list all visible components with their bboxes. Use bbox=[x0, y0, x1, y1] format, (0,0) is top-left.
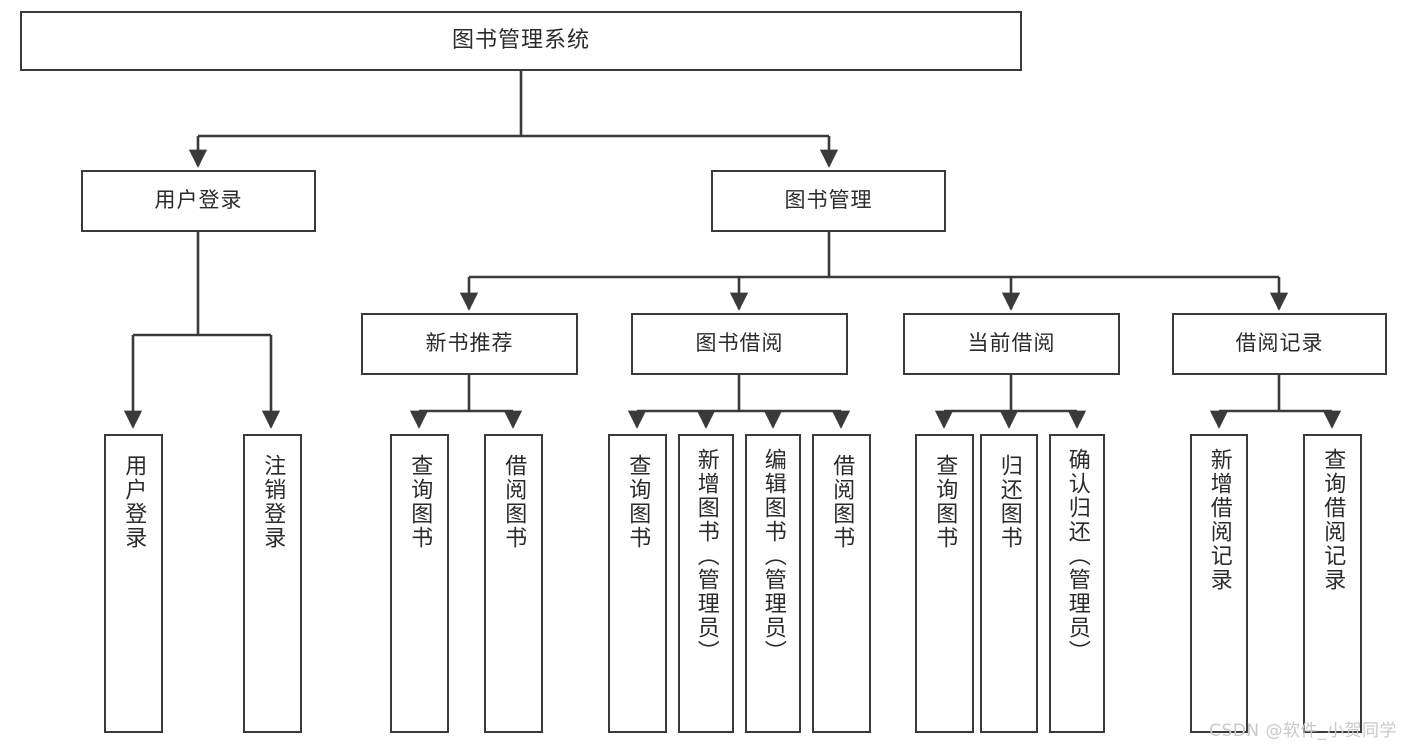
node-borrow-record[interactable]: 借阅记录 bbox=[1172, 313, 1387, 375]
watermark: CSDN @软件_小贺同学 bbox=[1209, 721, 1397, 741]
node-book-borrow-label: 图书借阅 bbox=[695, 331, 784, 356]
leaf-label: 查询借阅记录 bbox=[1320, 448, 1346, 592]
node-root-label: 图书管理系统 bbox=[451, 27, 590, 53]
leaf-label: 借阅图书 bbox=[501, 454, 527, 550]
leaf-label: 归还图书 bbox=[996, 454, 1022, 550]
leaf-label: 确认归还（管理员） bbox=[1064, 448, 1090, 664]
leaf-new-book-query[interactable]: 查询图书 bbox=[390, 434, 449, 733]
node-current-borrow-label: 当前借阅 bbox=[967, 331, 1056, 356]
leaf-new-book-borrow[interactable]: 借阅图书 bbox=[484, 434, 543, 733]
leaf-label: 查询图书 bbox=[625, 454, 651, 550]
leaf-current-borrow-query[interactable]: 查询图书 bbox=[915, 434, 974, 733]
node-new-book-recommend-label: 新书推荐 bbox=[425, 331, 514, 356]
leaf-label: 编辑图书（管理员） bbox=[760, 448, 786, 664]
leaf-label: 查询图书 bbox=[407, 454, 433, 550]
leaf-label: 注销登录 bbox=[260, 454, 286, 550]
leaf-user-login-logout[interactable]: 注销登录 bbox=[243, 434, 302, 733]
node-new-book-recommend[interactable]: 新书推荐 bbox=[361, 313, 578, 375]
leaf-borrow-record-add[interactable]: 新增借阅记录 bbox=[1190, 434, 1248, 733]
leaf-user-login-login[interactable]: 用户登录 bbox=[104, 434, 163, 733]
node-book-manage[interactable]: 图书管理 bbox=[711, 170, 946, 232]
leaf-book-borrow-borrow[interactable]: 借阅图书 bbox=[812, 434, 871, 733]
leaf-book-borrow-edit[interactable]: 编辑图书（管理员） bbox=[745, 434, 801, 733]
leaf-borrow-record-query[interactable]: 查询借阅记录 bbox=[1303, 434, 1362, 733]
leaf-label: 用户登录 bbox=[121, 454, 147, 550]
node-book-manage-label: 图书管理 bbox=[784, 188, 873, 213]
leaf-label: 查询图书 bbox=[932, 454, 958, 550]
leaf-current-borrow-confirm[interactable]: 确认归还（管理员） bbox=[1049, 434, 1105, 733]
leaf-label: 新增图书（管理员） bbox=[693, 448, 719, 664]
leaf-book-borrow-query[interactable]: 查询图书 bbox=[608, 434, 667, 733]
node-book-borrow[interactable]: 图书借阅 bbox=[631, 313, 848, 375]
leaf-book-borrow-add[interactable]: 新增图书（管理员） bbox=[678, 434, 734, 733]
node-current-borrow[interactable]: 当前借阅 bbox=[903, 313, 1120, 375]
leaf-label: 借阅图书 bbox=[829, 454, 855, 550]
node-borrow-record-label: 借阅记录 bbox=[1235, 331, 1324, 356]
node-user-login[interactable]: 用户登录 bbox=[81, 170, 316, 232]
leaf-current-borrow-return[interactable]: 归还图书 bbox=[980, 434, 1038, 733]
node-user-login-label: 用户登录 bbox=[154, 188, 243, 213]
node-root[interactable]: 图书管理系统 bbox=[20, 11, 1022, 71]
leaf-label: 新增借阅记录 bbox=[1206, 448, 1232, 592]
